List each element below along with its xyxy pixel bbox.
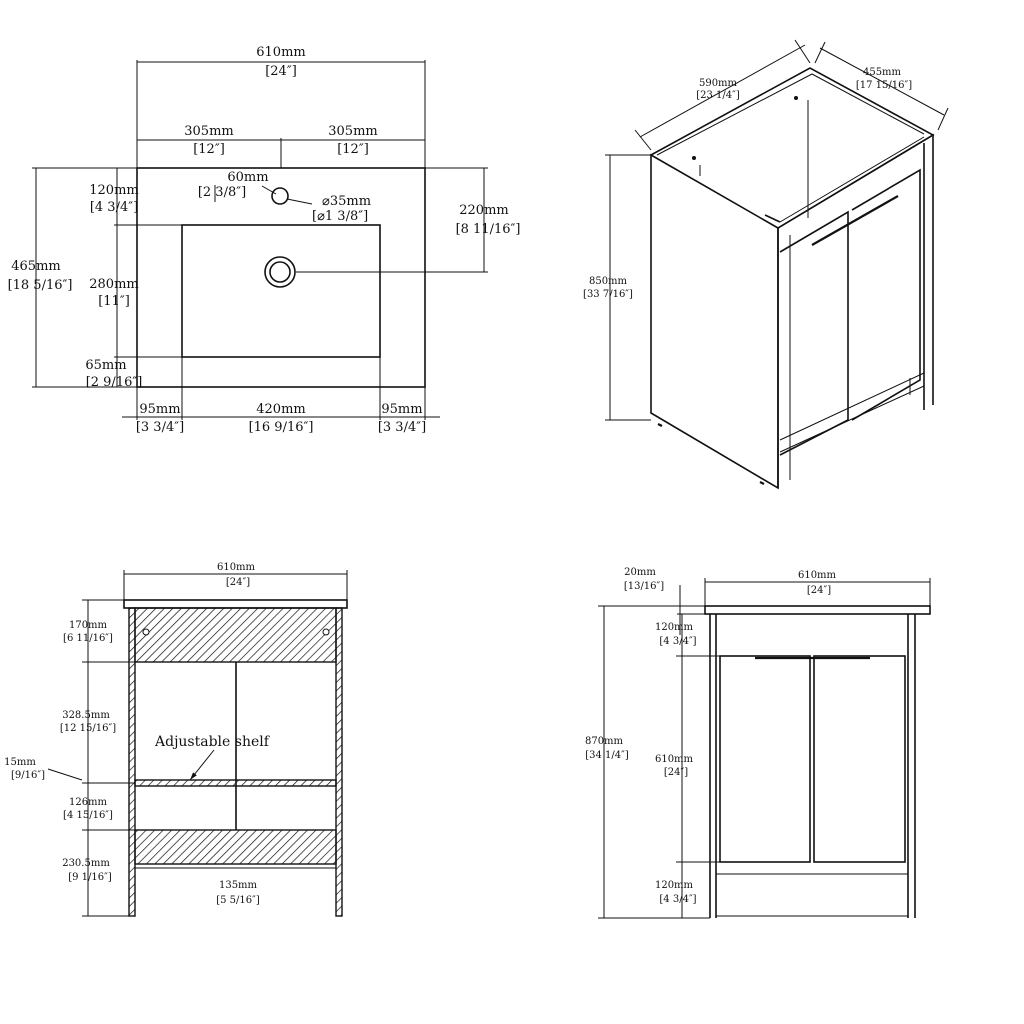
hole-dia-in: [⌀1 3/8″] [312,209,368,224]
top-width-in: [24″] [265,64,297,79]
faucet-offset-mm: 60mm [227,170,268,185]
front-door-mm: 610mm [655,754,694,765]
half-left-in: [12″] [193,142,225,157]
section-bottom-shelf [134,829,337,865]
iso-width-in: [23 1/4″] [696,90,740,101]
faucet-hole-icon [271,187,289,205]
bowl-width-mm: 420mm [256,402,305,417]
half-right-mm: 305mm [328,124,377,139]
section-top-rail [134,607,337,663]
front-top-thk-mm: 20mm [624,567,656,578]
side-left-in: [3 3/4″] [136,420,184,435]
section-countertop [123,599,348,609]
front-apron-mm: 120mm [655,622,694,633]
front-base-in: [4 3/4″] [659,894,696,905]
section-bottom-mm: 230.5mm [62,858,110,869]
section-view: Adjustable shelf 610mm [24″] 170mm [6 11… [4,562,348,917]
iso-height-mm: 850mm [589,276,628,287]
bowl-depth-in: [11″] [98,294,130,309]
front-width-in: [24″] [807,585,831,596]
section-left-panel [128,607,136,917]
drain-outer-icon [264,256,296,288]
back-margin-mm: 120mm [89,183,138,198]
front-view: 20mm [13/16″] 610mm [24″] 870mm [34 1/4″… [585,567,931,919]
side-right-in: [3 3/4″] [378,420,426,435]
section-mid-mm: 126mm [69,797,108,808]
front-height-in: [34 1/4″] [585,750,629,761]
top-depth-mm: 465mm [11,259,60,274]
iso-depth-mm: 455mm [863,67,902,78]
front-base-mm: 120mm [655,880,694,891]
iso-width-mm: 590mm [699,78,738,89]
front-top-thk-in: [13/16″] [624,581,664,592]
top-view: 610mm [24″] 305mm [12″] 305mm [12″] 60mm… [8,45,521,435]
side-right-mm: 95mm [381,402,422,417]
section-width-mm: 610mm [217,562,256,573]
countertop-outline [136,167,426,388]
front-countertop [704,605,931,615]
section-open-mm: 135mm [219,880,258,891]
bowl-depth-mm: 280mm [89,277,138,292]
top-width-mm: 610mm [256,45,305,60]
front-width-mm: 610mm [798,570,837,581]
front-height-mm: 870mm [585,736,624,747]
side-left-mm: 95mm [139,402,180,417]
iso-height-in: [33 7/16″] [583,289,633,300]
drain-distance-in: [8 11/16″] [456,222,521,237]
hole-dia-mm: ⌀35mm [322,194,371,209]
half-right-in: [12″] [337,142,369,157]
isometric-view: 590mm [23 1/4″] 455mm [17 15/16″] 850mm … [583,39,949,490]
back-margin-in: [4 3/4″] [90,200,138,215]
section-top-mm: 170mm [69,620,108,631]
section-top-in: [6 11/16″] [63,633,113,644]
shelf-thickness-mm: 15mm [4,757,36,768]
faucet-offset-in: [2 3/8″] [198,185,246,200]
shelf-thickness-in: [9/16″] [11,770,45,781]
section-bottom-in: [9 1/16″] [68,872,112,883]
section-width-in: [24″] [226,577,250,588]
front-margin-in: [2 9/16″] [86,375,143,390]
section-right-panel [335,607,343,917]
drain-inner-icon [269,261,291,283]
adjustable-shelf-label: Adjustable shelf [154,734,271,750]
basin-outline [181,224,381,358]
section-upper-mm: 328.5mm [62,710,110,721]
front-right-door [813,655,906,863]
front-margin-mm: 65mm [85,358,126,373]
half-left-mm: 305mm [184,124,233,139]
section-open-in: [5 5/16″] [216,895,260,906]
bowl-width-in: [16 9/16″] [249,420,314,435]
section-mid-in: [4 15/16″] [63,810,113,821]
side-panel [650,153,779,490]
top-depth-in: [18 5/16″] [8,278,73,293]
front-door-in: [24″] [664,767,688,778]
section-upper-in: [12 15/16″] [60,723,116,734]
section-shelf [134,779,337,787]
drain-distance-mm: 220mm [459,203,508,218]
front-apron-in: [4 3/4″] [659,636,696,647]
iso-depth-in: [17 15/16″] [856,80,912,91]
front-left-door [719,655,811,863]
